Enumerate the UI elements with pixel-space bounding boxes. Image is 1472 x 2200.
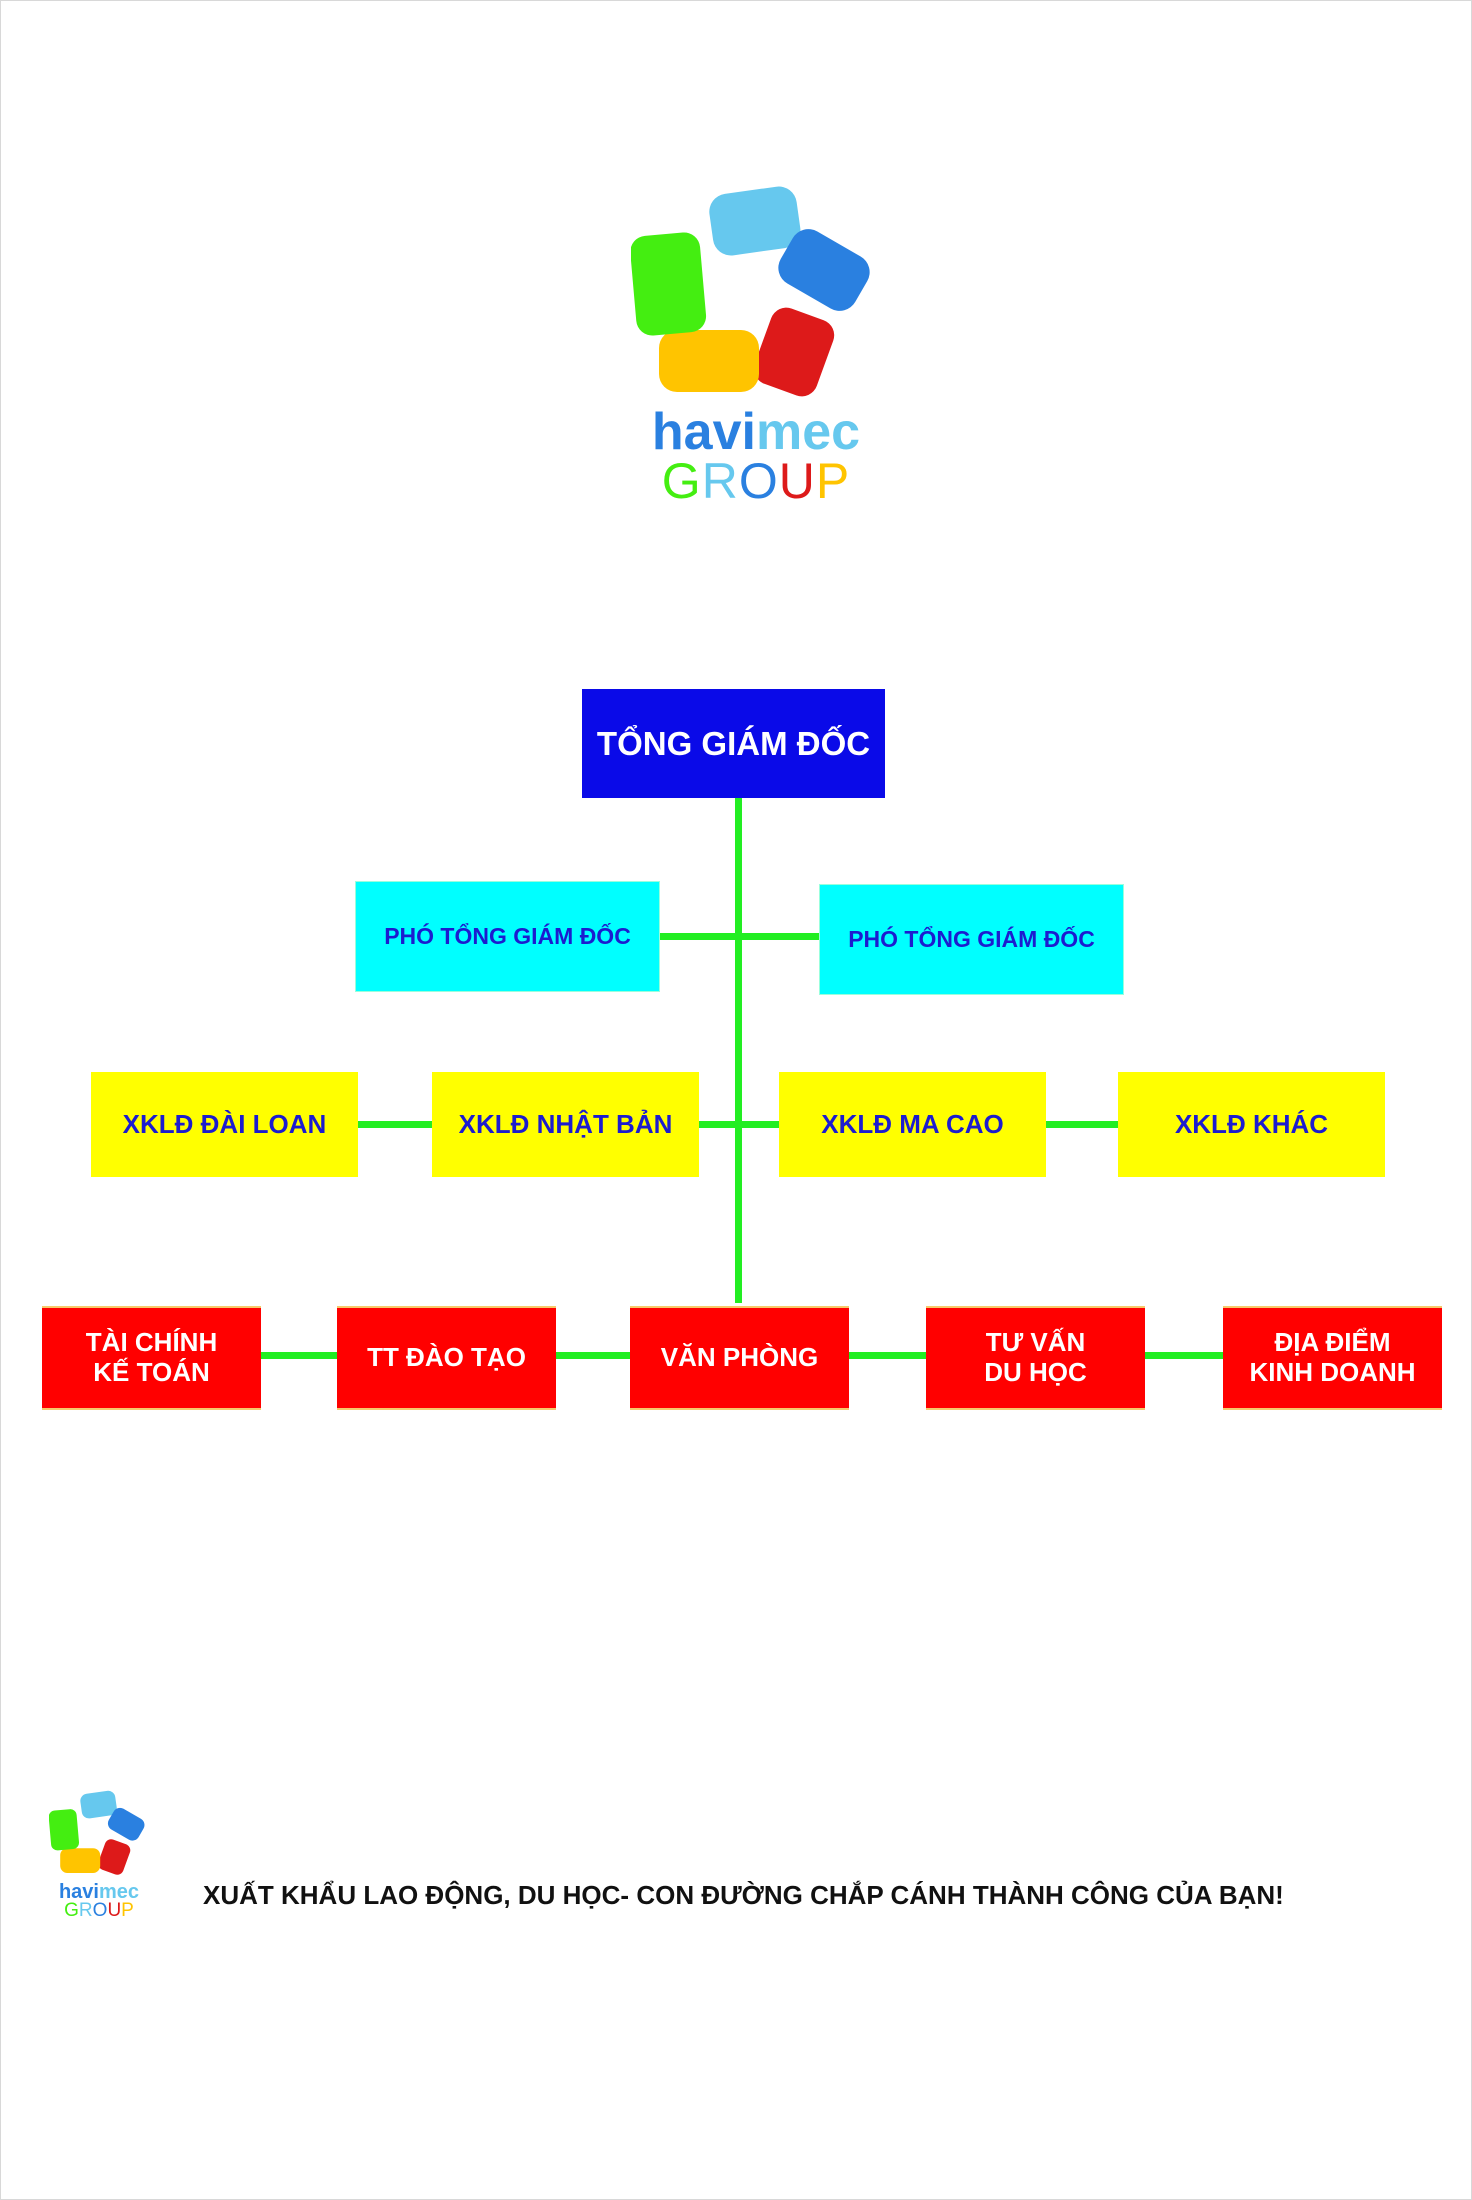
connector-labor-right (1045, 1121, 1118, 1128)
fists-emblem-small-icon (48, 1790, 145, 1875)
dept-line1: VĂN PHÒNG (660, 1342, 819, 1373)
footer-tagline: XUẤT KHẨU LAO ĐỘNG, DU HỌC- CON ĐƯỜNG CH… (203, 1880, 1284, 1910)
dept-box-training: TT ĐÀO TẠO (337, 1306, 556, 1410)
footer-logo-havi: havi (58, 1881, 99, 1903)
logo-u: U (778, 453, 816, 509)
dept-line1: ĐỊA ĐIỂM (1274, 1327, 1391, 1358)
dept-line1: TÀI CHÍNH (85, 1327, 218, 1358)
labor-box-taiwan: XKLĐ ĐÀI LOAN (91, 1072, 358, 1177)
footer-logo: havimec GROUP (48, 1789, 149, 1920)
logo-r: R (701, 453, 739, 509)
dept-line2: DU HỌC (984, 1357, 1087, 1387)
labor-box-macau: XKLĐ MA CAO (779, 1072, 1046, 1177)
footer-logo-p: P (121, 1900, 134, 1921)
dept-line2: KINH DOANH (1249, 1357, 1416, 1387)
deputy-box-right: PHÓ TỔNG GIÁM ĐỐC (819, 884, 1124, 995)
footer-logo-wordmark: havimec (49, 1882, 149, 1902)
labor-box-other: XKLĐ KHÁC (1118, 1072, 1385, 1177)
footer-logo-r: R (78, 1900, 93, 1921)
connector-labor-left (358, 1121, 432, 1128)
footer-logo-o: O (92, 1900, 108, 1921)
connector-deputies (659, 933, 819, 940)
footer-logo-group: GROUP (49, 1900, 149, 1921)
fists-emblem-icon (630, 186, 870, 397)
footer-logo-mec: mec (99, 1881, 140, 1903)
connector-labor-center (699, 1121, 779, 1128)
dept-box-office: VĂN PHÒNG (630, 1306, 849, 1410)
deputy-box-left: PHÓ TỔNG GIÁM ĐỐC (355, 881, 660, 992)
footer-logo-u: U (107, 1900, 122, 1921)
logo-mec: mec (755, 403, 861, 461)
ceo-box: TỔNG GIÁM ĐỐC (582, 689, 885, 798)
dept-line1: TT ĐÀO TẠO (367, 1342, 526, 1373)
logo-wordmark: havimec (631, 406, 881, 458)
logo-o: O (738, 453, 779, 509)
logo-p: P (815, 453, 851, 509)
logo-g: G (661, 453, 702, 509)
footer-logo-g: G (64, 1900, 79, 1921)
dept-line2: KẾ TOÁN (93, 1357, 210, 1387)
connector-vertical (735, 798, 742, 1303)
dept-line1: TƯ VẤN (985, 1327, 1086, 1358)
logo-group: GROUP (631, 456, 881, 506)
havimec-logo: havimec GROUP (630, 182, 881, 506)
logo-havi: havi (651, 403, 756, 461)
labor-box-japan: XKLĐ NHẬT BẢN (432, 1072, 699, 1177)
